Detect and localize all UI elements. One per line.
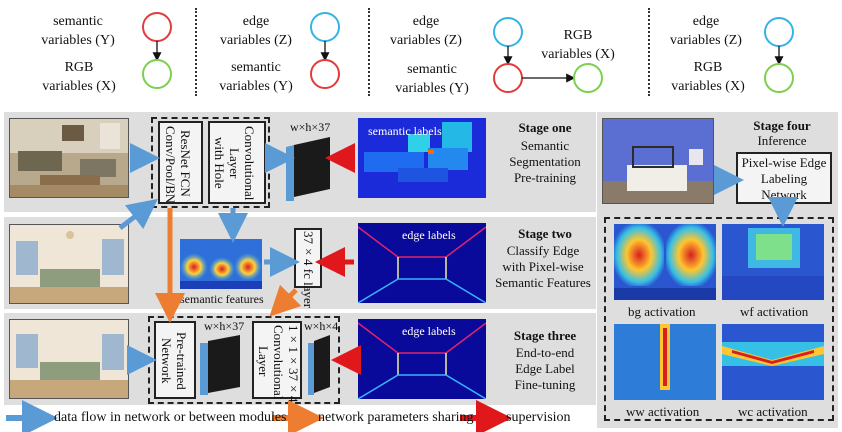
g2-edge-node <box>310 12 340 42</box>
stage-three-output-block <box>308 335 330 395</box>
stage-three-dims-1: w×h×37 <box>204 319 245 333</box>
bedroom-photo <box>9 224 129 304</box>
ww-activation-map <box>614 324 716 400</box>
stage-four-title: Stage four <box>753 118 811 133</box>
wc-activation-caption: wc activation <box>738 404 808 419</box>
stage-two-edge-labels-caption: edge labels <box>402 228 456 242</box>
legend-dataflow-label: data flow in network or between modules <box>54 410 287 425</box>
bedroom-photo-2 <box>9 319 129 399</box>
living-room-photo <box>9 118 129 198</box>
g3-rgb-label: RGB variables (X) <box>541 28 615 62</box>
semantic-labels-image <box>358 118 486 198</box>
pixelwise-network-label: Pixel-wise Edge Labeling Network <box>741 155 827 202</box>
pretrained-network-label: Pre-trained Network <box>159 332 189 390</box>
stage-three-feature-block <box>200 335 240 395</box>
g3-edge-node <box>493 17 523 47</box>
legend-sharing-label: network parameters sharing <box>318 410 474 425</box>
g4-rgb-label: RGB variables (X) <box>671 60 745 94</box>
g1-rgb-label: RGB variables (X) <box>42 60 116 94</box>
legend-separator <box>368 8 370 96</box>
g4-edge-node <box>764 17 794 47</box>
stage-three-desc: End-to-end Edge Label Fine-tuning <box>514 345 576 392</box>
wf-activation-map <box>722 224 824 300</box>
activations-box <box>604 217 834 421</box>
g4-rgb-node <box>764 63 794 93</box>
g3-edge-label: edge variables (Z) <box>390 14 462 48</box>
stage-two-edge-labels-image <box>358 223 486 303</box>
g3-semantic-label: semantic variables (Y) <box>395 62 469 96</box>
stage-two-desc: Classify Edge with Pixel-wise Semantic F… <box>495 243 591 290</box>
g1-semantic-node <box>142 12 172 42</box>
fc-layer-label: 37×4 fc layer <box>301 231 316 309</box>
ww-activation-caption: ww activation <box>626 404 700 419</box>
legend-separator <box>648 8 650 96</box>
stage-one-dims: w×h×37 <box>290 120 331 134</box>
stage-one-title: Stage one <box>518 120 572 135</box>
bg-activation-map <box>614 224 716 300</box>
stage-three-edge-labels-image <box>358 319 486 399</box>
g1-rgb-node <box>142 59 172 89</box>
semantic-features-caption: semantic features <box>180 292 264 306</box>
legend-supervision-label: supervision <box>506 410 571 425</box>
g2-semantic-node <box>310 59 340 89</box>
stage-one-feature-block <box>286 137 330 201</box>
graphical-model-nodes <box>142 12 794 93</box>
stage-one-desc: Semantic Segmentation Pre-training <box>509 138 581 185</box>
top-legend: semantic variables (Y) RGB variables (X)… <box>0 0 842 100</box>
stage-two-title: Stage two <box>518 226 572 241</box>
legend-separator <box>195 8 197 96</box>
stage-three-edge-labels-caption: edge labels <box>402 324 456 338</box>
bg-activation-caption: bg activation <box>628 304 696 319</box>
resnet-fcn-label: ResNet FCN Conv/Pool/BN <box>163 126 193 204</box>
semantic-labels-caption: semantic labels <box>368 124 442 138</box>
stage-four-subtitle: Inference <box>757 133 807 148</box>
g3-semantic-node <box>493 63 523 93</box>
conv1x1-block <box>252 321 302 399</box>
g4-edge-label: edge variables (Z) <box>670 14 742 48</box>
conv-hole-label: Convolutional Layer with Hole <box>212 125 257 201</box>
g2-edge-label: edge variables (Z) <box>220 14 292 48</box>
conv1x1-label: 1×1×37×4 Convolutional Layer <box>256 325 301 403</box>
wf-activation-caption: wf activation <box>740 304 809 319</box>
wc-activation-map <box>722 324 824 400</box>
inference-bedroom-photo <box>602 118 714 204</box>
semantic-features-map <box>180 239 262 289</box>
g3-rgb-node <box>573 63 603 93</box>
stage-three-dims-2: w×h×4 <box>304 319 339 333</box>
g2-semantic-label: semantic variables (Y) <box>219 60 293 94</box>
g1-semantic-label: semantic variables (Y) <box>41 14 115 48</box>
stage-three-title: Stage three <box>513 328 577 343</box>
